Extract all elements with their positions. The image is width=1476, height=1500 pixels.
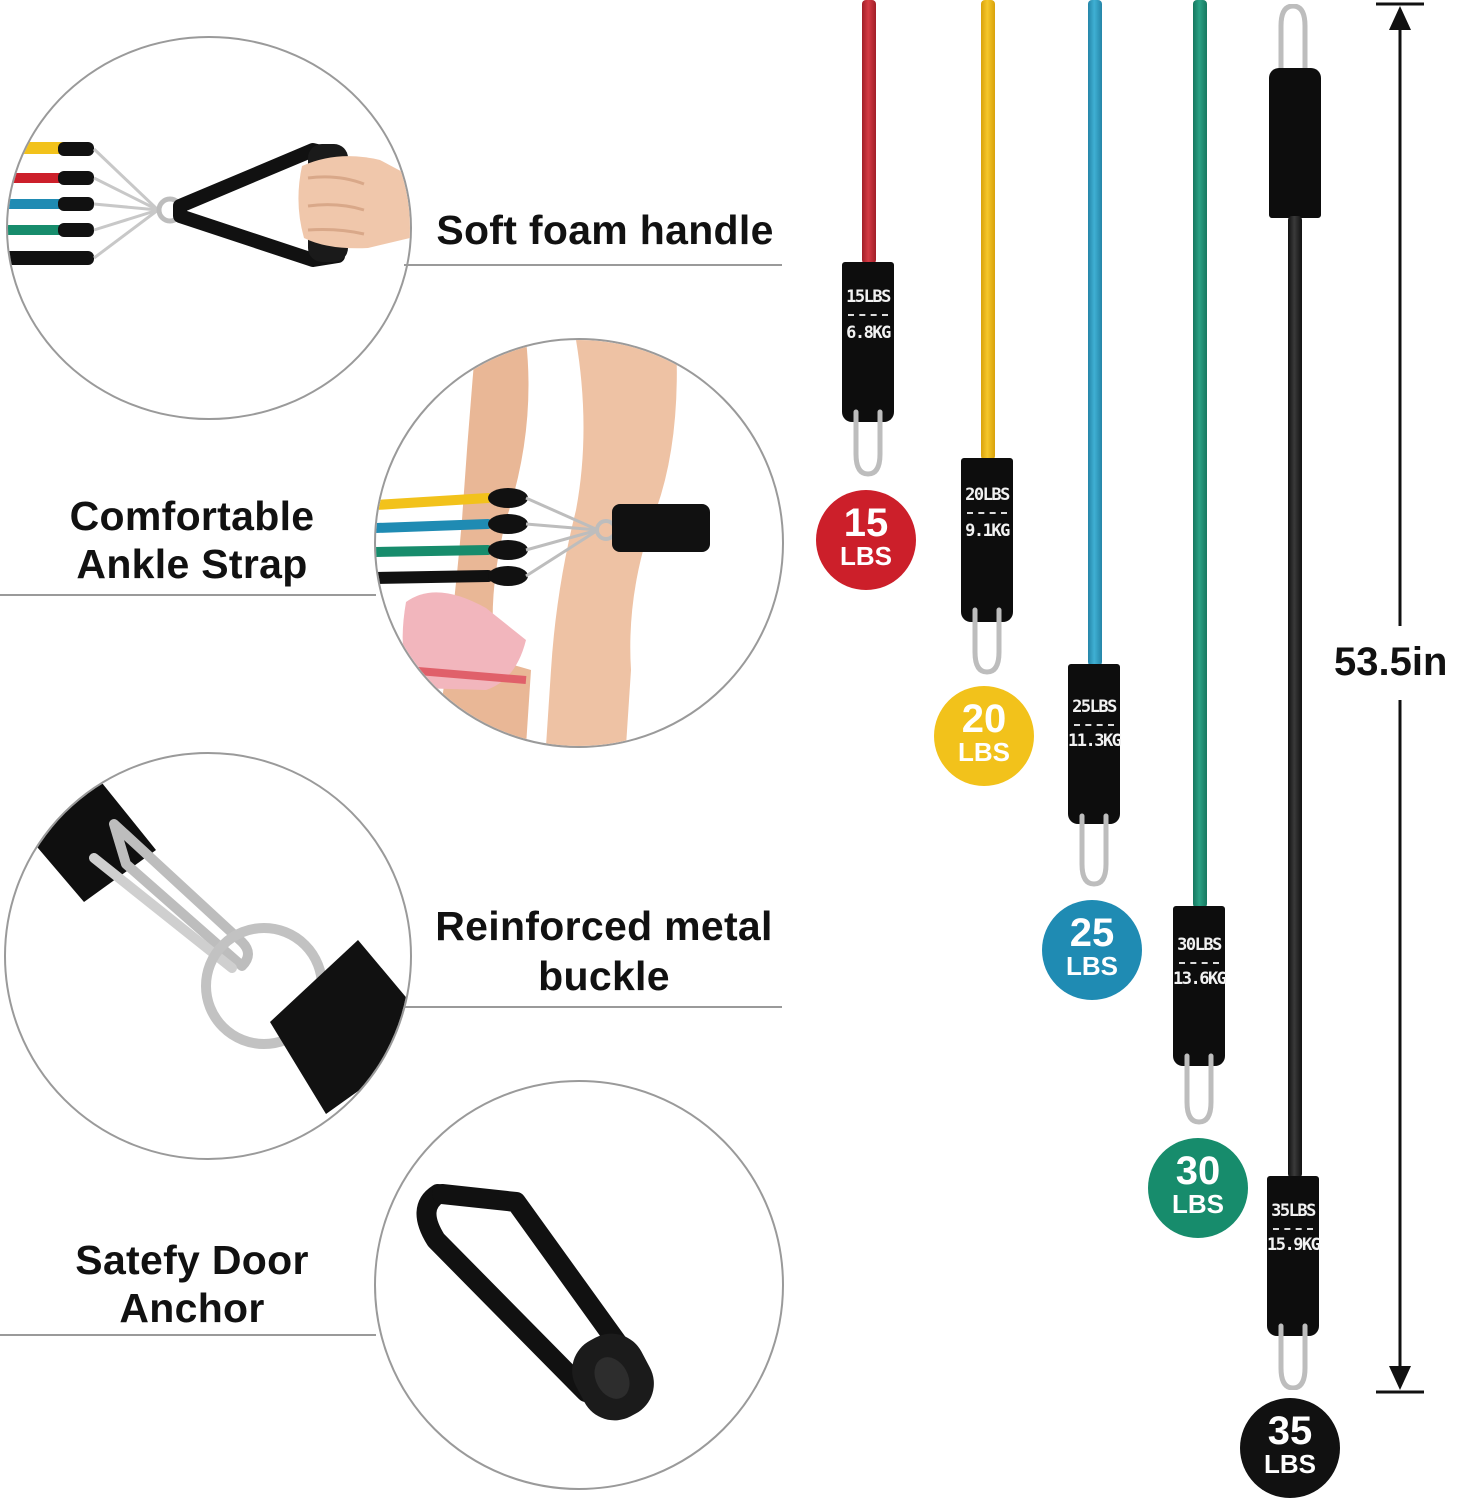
band-15-tube [862,0,876,264]
band-20-sleeve: 20LBS 9.1KG [961,458,1013,622]
band-35-badge-number: 35 [1267,1409,1313,1453]
buckle-photo-circle [4,752,412,1160]
band-35-sleeve-lbs: 35LBS [1271,1201,1316,1221]
band-35-badge: 35 LBS [1240,1398,1340,1498]
band-15-sleeve-kg: 6.8KG [846,323,891,343]
band-15-sleeve: 15LBS 6.8KG [842,262,894,422]
band-35-sleeve: 35LBS 15.9KG [1267,1176,1321,1336]
length-measurement-label: 53.5in [1334,640,1448,684]
buckle-label-line2: buckle [538,953,670,999]
band-25-carabiner [1079,813,1109,887]
band-25-badge-number: 25 [1069,911,1115,955]
band-30-tube [1193,0,1207,908]
band-20-carabiner [972,607,1002,675]
band-15-carabiner [853,409,883,477]
band-25-tube [1088,0,1102,666]
handle-label: Soft foam handle [436,207,774,253]
band-35-badge-unit: LBS [1264,1449,1316,1479]
band-25-sleeve-divider [1074,724,1114,726]
band-30-badge-unit: LBS [1172,1189,1224,1219]
band-20-tube [981,0,995,460]
band-35-carabiner [1278,1323,1308,1390]
band-30-sleeve-lbs: 30LBS [1177,935,1222,955]
buckle-illustration [26,778,410,1114]
band-20-sleeve-divider [967,512,1007,514]
ankle-label-line2: Ankle Strap [76,541,308,587]
band-30-sleeve-divider [1179,962,1219,964]
buckle-callout-line [404,1006,782,1008]
band-25-badge: 25 LBS [1042,900,1142,1000]
band-20-badge-number: 20 [961,697,1007,741]
handle-illustration [8,142,410,267]
band-30-badge-number: 30 [1175,1149,1221,1193]
band-20-badge-unit: LBS [958,737,1010,767]
band-25-sleeve-kg: 11.3KG [1068,731,1122,751]
door-anchor-label-line2: Anchor [119,1285,265,1331]
band-30-badge: 30 LBS [1148,1138,1248,1238]
door-anchor-label-line1: Satefy Door [75,1237,309,1283]
band-25-sleeve-lbs: 25LBS [1072,697,1117,717]
ankle-photo-circle [374,338,784,748]
band-25-badge-unit: LBS [1066,951,1118,981]
length-dimension-line [1376,2,1424,1394]
band-15-badge: 15 LBS [816,490,916,590]
band-30-sleeve: 30LBS 13.6KG [1173,906,1227,1066]
band-30-carabiner [1184,1053,1214,1125]
ankle-callout-line [0,594,376,596]
band-30-sleeve-kg: 13.6KG [1173,969,1227,989]
band-20-sleeve-lbs: 20LBS [965,485,1010,505]
band-35-top-sleeve [1269,68,1321,218]
band-15-sleeve-lbs: 15LBS [846,287,891,307]
handle-callout-line [404,264,782,266]
ankle-illustration [376,340,710,746]
band-35-sleeve-kg: 15.9KG [1267,1235,1321,1255]
buckle-label-line1: Reinforced metal [435,903,773,949]
band-15-badge-unit: LBS [840,541,892,571]
door-anchor-illustration [416,1184,654,1421]
ankle-label-line1: Comfortable [69,493,315,539]
band-15-badge-number: 15 [843,501,889,545]
band-35-sleeve-divider [1273,1228,1313,1230]
band-35-top-carabiner [1278,4,1308,76]
band-20-sleeve-kg: 9.1KG [965,521,1010,541]
band-25-sleeve: 25LBS 11.3KG [1068,664,1122,824]
door-anchor-callout-line [0,1334,376,1336]
door-anchor-photo-circle [374,1080,784,1490]
band-20-badge: 20 LBS [934,686,1034,786]
handle-photo-circle [6,36,412,420]
band-35-tube [1288,216,1302,1178]
band-15-sleeve-divider [848,314,888,316]
